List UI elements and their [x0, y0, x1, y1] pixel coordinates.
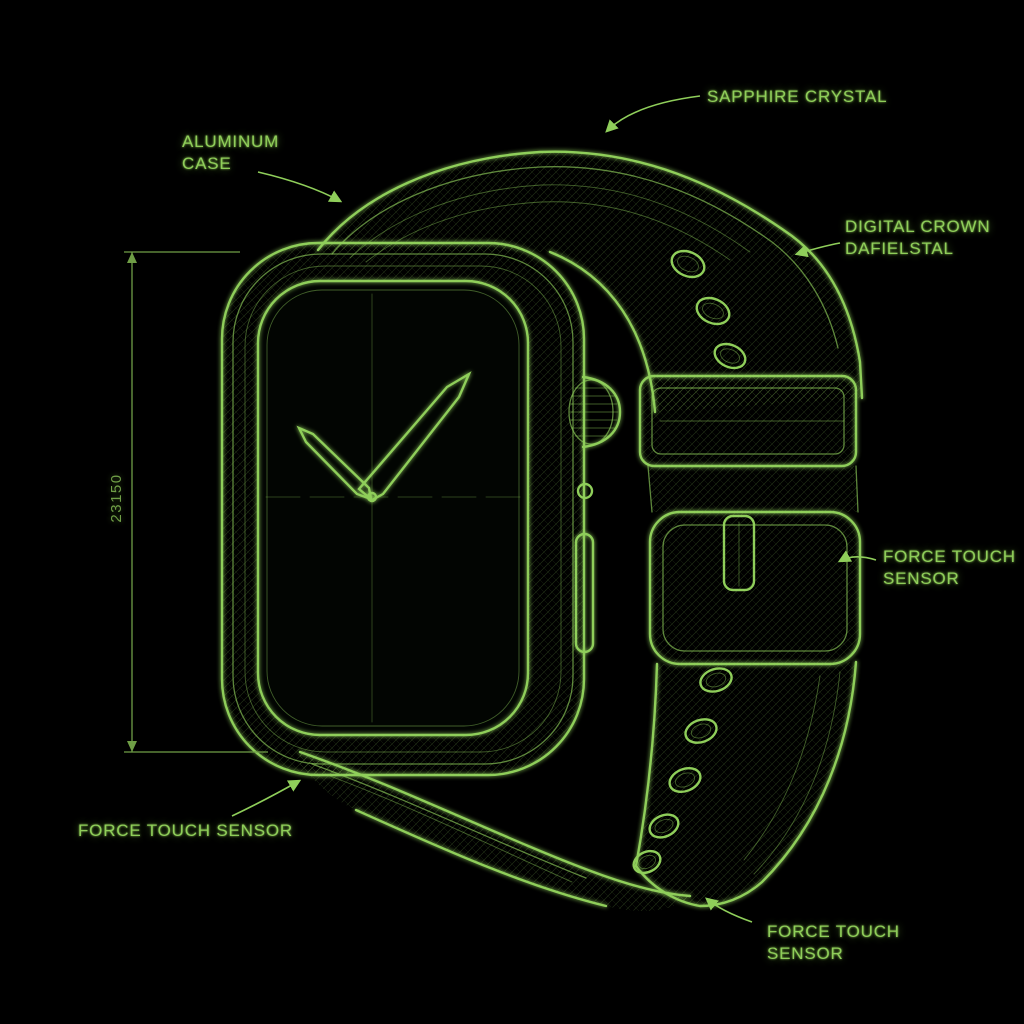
strap-holes-bottom [632, 667, 733, 875]
strap-mid-section [647, 465, 859, 513]
digital-crown [568, 375, 622, 449]
watch-case [220, 241, 586, 777]
label-force-touch-right-line1: FORCE TOUCH [883, 547, 1016, 566]
leader-arrow-force-touch-bottom-right [705, 897, 753, 923]
watch-hands [296, 371, 472, 503]
lower-strap [632, 660, 858, 908]
buckle-keeper [638, 374, 858, 468]
label-force-touch-bottom-left: FORCE TOUCH SENSOR [78, 821, 293, 840]
label-force-touch-bottom-right: FORCE TOUCH SENSOR [767, 921, 900, 966]
leader-arrow-digital-crown [794, 242, 841, 258]
clasp-prong [722, 514, 756, 592]
label-aluminum-case-line1: ALUMINUM [182, 132, 280, 151]
dimension-line [124, 251, 268, 753]
screen-crosshair [265, 293, 521, 723]
label-sapphire-crystal: SAPPHIRE CRYSTAL [707, 87, 888, 106]
leader-arrow-force-touch-bottom-left [231, 779, 302, 817]
watch-screen [258, 281, 528, 735]
label-force-touch-bottom-right-line2: SENSOR [767, 944, 844, 964]
leader-arrow-aluminum-case [257, 171, 343, 203]
leader-arrow-force-touch-right [837, 550, 877, 563]
label-digital-crown: DIGITAL CROWN DAFIELSTAL [845, 216, 990, 261]
side-button [574, 532, 595, 654]
leader-arrow-sapphire-crystal [605, 95, 701, 133]
label-force-touch-bottom-right-line1: FORCE TOUCH [767, 922, 900, 941]
label-aluminum-case-line2: CASE [182, 154, 232, 174]
minute-hand [357, 371, 472, 502]
label-digital-crown-line1: DIGITAL CROWN [845, 217, 991, 236]
hour-hand [296, 425, 373, 501]
label-force-touch-right-line2: SENSOR [883, 569, 960, 589]
clasp-buckle [648, 510, 862, 666]
label-aluminum-case: ALUMINUM CASE [182, 131, 279, 176]
strap-holes-top [670, 249, 747, 370]
microphone-hole [576, 482, 594, 500]
label-digital-crown-line2: DAFIELSTAL [845, 239, 954, 259]
hands-center-pivot [366, 491, 378, 503]
bottom-strap [298, 750, 692, 911]
label-force-touch-right: FORCE TOUCH SENSOR [883, 546, 1016, 591]
dimension-value-label: 23150 [108, 473, 125, 523]
